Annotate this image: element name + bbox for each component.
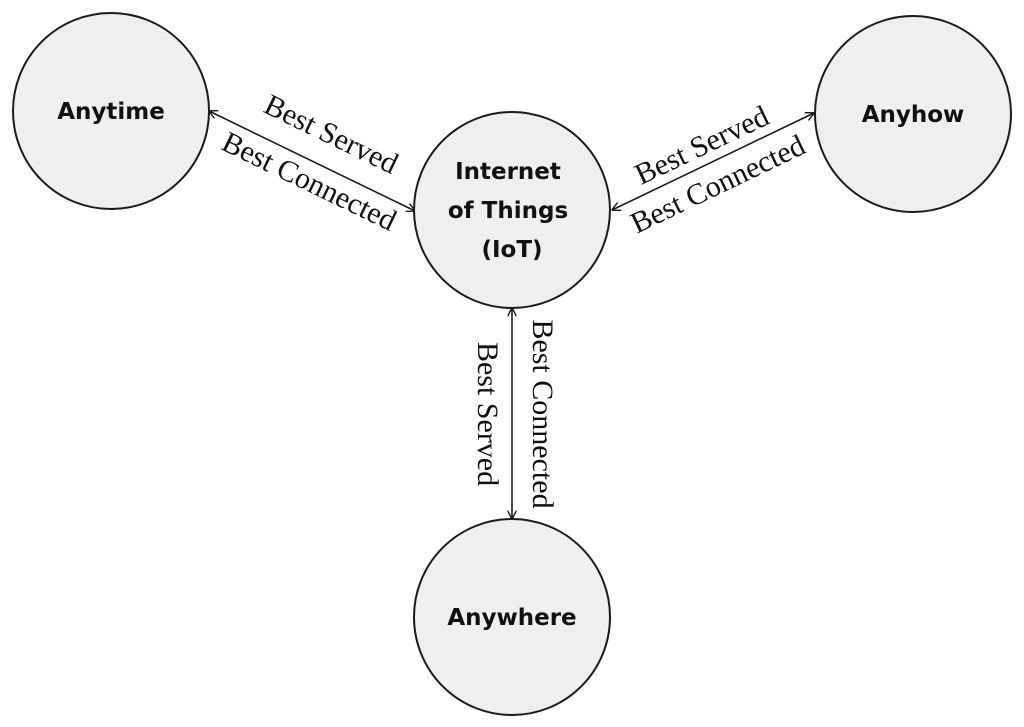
node-iot-label: Internet of Things (IoT)	[448, 159, 576, 263]
node-iot-label-line-1: Internet	[455, 159, 561, 185]
node-anyhow-label: Anyhow	[862, 102, 965, 128]
node-anywhere-circle	[413, 518, 611, 716]
double-arrow-iot-anytime	[209, 111, 415, 211]
edge-label-anywhere-best-served: Best Served	[471, 342, 504, 486]
node-anytime: Anytime	[12, 12, 210, 210]
edge-iot-anytime: Best Served Best Connected	[209, 88, 415, 238]
node-anytime-circle	[12, 12, 210, 210]
edge-iot-anywhere: Best Served Best Connected	[471, 308, 559, 519]
double-arrow-iot-anyhow	[612, 113, 814, 210]
node-anyhow-circle	[814, 15, 1012, 213]
node-iot-label-line-2: of Things	[448, 198, 568, 224]
node-anyhow: Anyhow	[814, 15, 1012, 213]
node-anywhere-label: Anywhere	[447, 605, 576, 631]
node-iot: Internet of Things (IoT)	[413, 111, 611, 309]
node-iot-label-line-3: (IoT)	[481, 237, 542, 263]
node-anywhere: Anywhere	[413, 518, 611, 716]
edge-iot-anyhow: Best Served Best Connected	[612, 99, 814, 240]
edge-label-anywhere-best-connected: Best Connected	[526, 319, 559, 508]
node-iot-circle	[413, 111, 611, 309]
node-anytime-label: Anytime	[57, 99, 165, 125]
